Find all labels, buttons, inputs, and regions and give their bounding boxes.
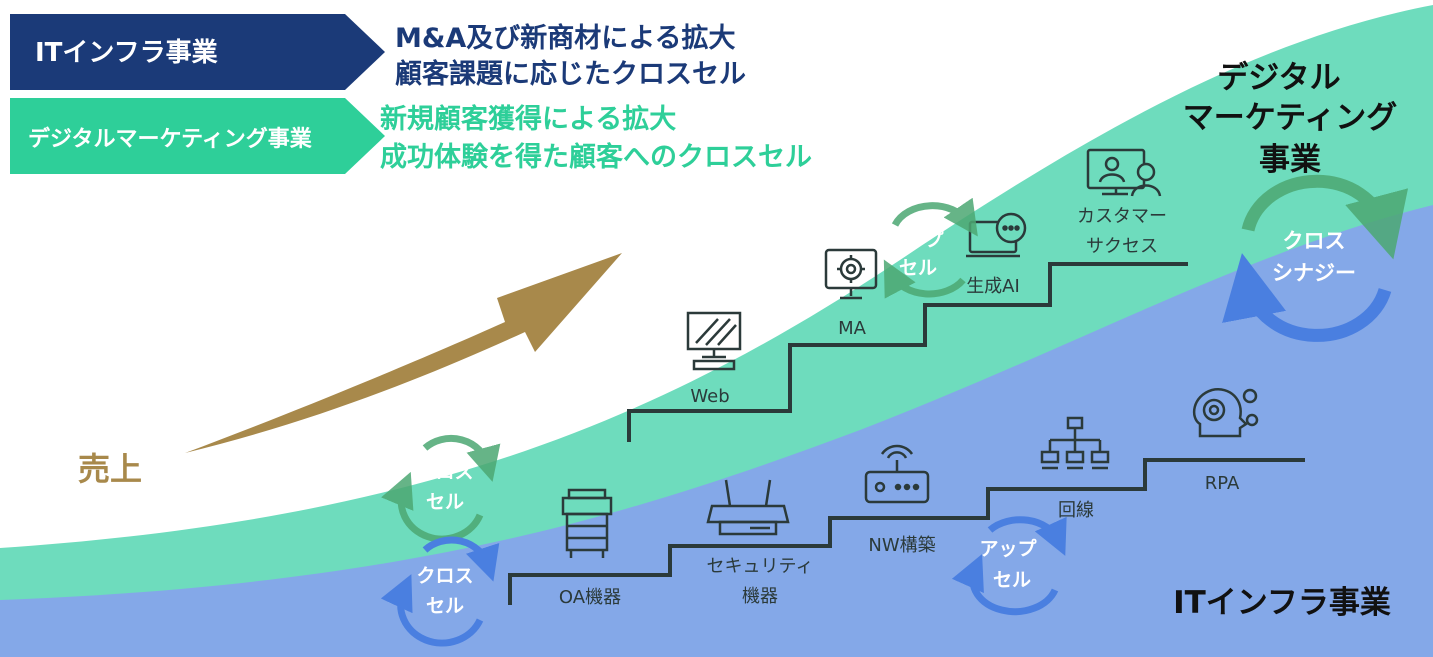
cross-synergy-2: シナジー	[1272, 261, 1356, 285]
wifi-router-icon	[864, 444, 930, 504]
legend-it-desc-2: 顧客課題に応じたクロスセル	[395, 58, 746, 90]
monitor-icon	[686, 311, 742, 371]
cross-sell-blue-arrow-bottom	[380, 574, 484, 647]
dm-step-genai: 生成AI	[966, 276, 1020, 297]
dm-step-web: Web	[690, 386, 729, 407]
dm-title-3: 事業	[1259, 142, 1321, 178]
it-step-nw: NW構築	[868, 535, 935, 556]
laptop-chat-icon	[966, 212, 1027, 258]
legend-dm: デジタルマーケティング事業	[10, 98, 385, 174]
it-step-line: 回線	[1058, 500, 1094, 521]
cross-synergy-1: クロス	[1283, 229, 1346, 253]
it-band	[0, 205, 1433, 657]
dm-step-cs-1: カスタマー	[1077, 206, 1167, 227]
it-step-rpa: RPA	[1205, 473, 1240, 494]
it-step-sec-2: 機器	[742, 586, 778, 607]
gear-monitor-icon	[824, 248, 878, 300]
it-upsell-2: セル	[993, 569, 1031, 591]
dm-step-cs-2: サクセス	[1086, 236, 1158, 257]
legend-it-label: ITインフラ事業	[35, 38, 218, 68]
cross-synergy-arrow-green	[1241, 174, 1409, 260]
legend-dm-label: デジタルマーケティング事業	[28, 126, 313, 152]
network-tree-icon	[1040, 416, 1110, 470]
dm-staircase	[627, 262, 1188, 442]
head-gear-icon	[1192, 388, 1259, 438]
cross-sell-green-2: セル	[426, 491, 464, 513]
growth-arrow	[185, 253, 622, 453]
it-step-oa: OA機器	[559, 587, 621, 608]
it-staircase	[508, 458, 1305, 605]
cross-sell-green-arrow-top	[422, 434, 501, 482]
legend-it: ITインフラ事業	[10, 14, 385, 90]
sales-label: 売上	[78, 450, 142, 488]
cross-sell-green-1: クロス	[416, 461, 473, 483]
router-icon	[706, 479, 790, 536]
legend-dm-desc-1: 新規顧客獲得による拡大	[380, 103, 676, 135]
it-upsell-arrow-bottom	[951, 553, 1059, 616]
cross-sell-blue-2: セル	[426, 595, 464, 617]
it-step-sec-1: セキュリティ	[707, 556, 814, 577]
it-upsell-1: アップ	[979, 537, 1037, 560]
cross-synergy-arrow-blue	[1222, 253, 1392, 342]
it-title: ITインフラ事業	[1173, 585, 1391, 621]
cross-sell-blue-1: クロス	[416, 565, 473, 587]
dm-upsell-arrow-top	[891, 197, 978, 237]
cross-sell-blue-arrow-top	[422, 536, 500, 582]
dm-upsell-2: セル	[899, 257, 937, 279]
it-upsell-arrow-top	[987, 516, 1067, 556]
dm-step-ma: MA	[838, 318, 867, 339]
video-call-icon	[1086, 148, 1162, 197]
dm-title-1: デジタル	[1217, 60, 1340, 96]
dm-title-2: マーケティング	[1183, 100, 1398, 136]
copier-icon	[561, 488, 613, 558]
dm-upsell-arrow-bottom	[883, 259, 966, 299]
cross-sell-green-arrow-bottom	[381, 471, 484, 543]
legend-it-desc-1: M&A及び新商材による拡大	[395, 22, 736, 54]
legend-dm-desc-2: 成功体験を得た顧客へのクロスセル	[380, 141, 812, 173]
dm-upsell-1: アップ	[886, 228, 944, 251]
